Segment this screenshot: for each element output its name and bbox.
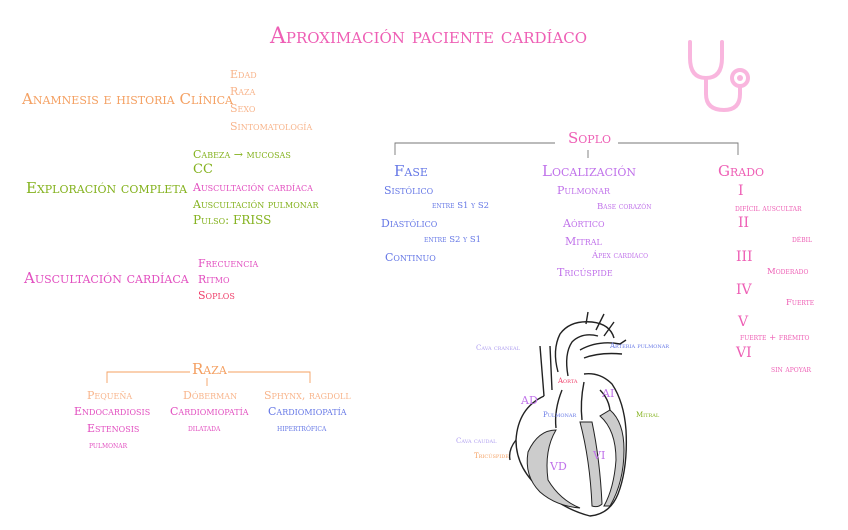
exploracion-label: Exploración completa xyxy=(26,181,187,196)
exploracion-item: Auscultación cardíaca xyxy=(193,182,313,193)
raza-col3-item: hipertrófica xyxy=(277,425,326,434)
heart-label: Cava craneal xyxy=(476,345,520,352)
grado-description: sin apoyar xyxy=(771,366,811,375)
grado-description: Moderado xyxy=(767,268,808,277)
heart-label: Aorta xyxy=(558,378,578,385)
auscultacion-label: Auscultación cardíaca xyxy=(24,271,189,286)
grado-numeral: I xyxy=(738,184,744,198)
grado-label: Grado xyxy=(718,164,764,179)
localizacion-item: Tricúspide xyxy=(557,267,613,278)
fase-item: entre S1 y S2 xyxy=(432,202,489,211)
heart-label: AD xyxy=(521,395,538,406)
exploracion-item: Pulso: FRISS xyxy=(193,214,271,226)
grado-numeral: III xyxy=(736,250,753,264)
localizacion-item: Base corazón xyxy=(597,203,651,212)
auscultacion-item: Frecuencia xyxy=(198,258,258,269)
exploracion-item: Auscultación pulmonar xyxy=(193,199,319,210)
fase-item: entre S2 y S1 xyxy=(424,236,481,245)
heart-label: Cava caudal xyxy=(456,438,496,445)
heart-label: Arteria pulmonar xyxy=(610,343,669,350)
heart-label: AI xyxy=(602,388,614,399)
grado-numeral: II xyxy=(738,216,749,230)
heart-label: VD xyxy=(550,461,567,472)
raza-col1-item: Estenosis xyxy=(87,423,139,434)
localizacion-label: Localización xyxy=(542,164,636,179)
auscultacion-item: Ritmo xyxy=(198,274,230,285)
localizacion-item: Ápex cardíaco xyxy=(592,252,648,261)
raza-col1-item: Pequeña xyxy=(87,390,132,401)
soplo-label: Soplo xyxy=(568,131,611,146)
auscultacion-item: Soplos xyxy=(198,290,235,301)
fase-label: Fase xyxy=(394,164,428,179)
grado-description: débil xyxy=(792,236,812,245)
raza-col3-item: Sphynx, ragdoll xyxy=(264,390,351,401)
anamnesis-item: Raza xyxy=(230,86,255,97)
grado-numeral: VI xyxy=(736,346,752,360)
localizacion-item: Mitral xyxy=(565,236,602,247)
heart-label: Pulmonar xyxy=(543,412,576,419)
anamnesis-item: Sintomatología xyxy=(230,121,312,132)
fase-item: Diastólico xyxy=(381,218,437,229)
grado-numeral: V xyxy=(738,315,748,329)
exploracion-item: CC xyxy=(193,163,213,176)
raza-col2-item: dilatada xyxy=(188,425,220,434)
anamnesis-item: Sexo xyxy=(230,103,256,114)
localizacion-item: Pulmonar xyxy=(557,185,610,196)
anamnesis-item: Edad xyxy=(230,69,257,80)
raza-col3-item: Cardiomiopatía xyxy=(268,406,347,417)
raza-col2-item: Dóberman xyxy=(183,390,237,401)
heart-label: VI xyxy=(593,450,605,461)
heart-label: Tricúspide xyxy=(474,453,509,460)
fase-item: Sistólico xyxy=(384,185,433,196)
grado-description: fuerte + frémito xyxy=(740,334,809,343)
grado-description: Fuerte xyxy=(786,299,814,308)
anamnesis-label: Anamnesis e historia Clínica xyxy=(22,92,233,107)
page-title: Aproximación paciente cardíaco xyxy=(270,26,587,48)
localizacion-item: Aórtico xyxy=(563,218,605,229)
exploracion-item: Cabeza → mucosas xyxy=(193,149,291,160)
fase-item: Continuo xyxy=(385,252,436,263)
grado-description: difícil auscultar xyxy=(735,205,802,214)
stethoscope-icon xyxy=(680,36,760,118)
raza-label: Raza xyxy=(192,362,227,377)
raza-col1-item: pulmonar xyxy=(89,442,127,451)
grado-numeral: IV xyxy=(736,283,752,297)
raza-col2-item: Cardiomiopatía xyxy=(170,406,249,417)
raza-col1-item: Endocardiosis xyxy=(74,406,150,417)
heart-label: Mitral xyxy=(636,412,659,419)
